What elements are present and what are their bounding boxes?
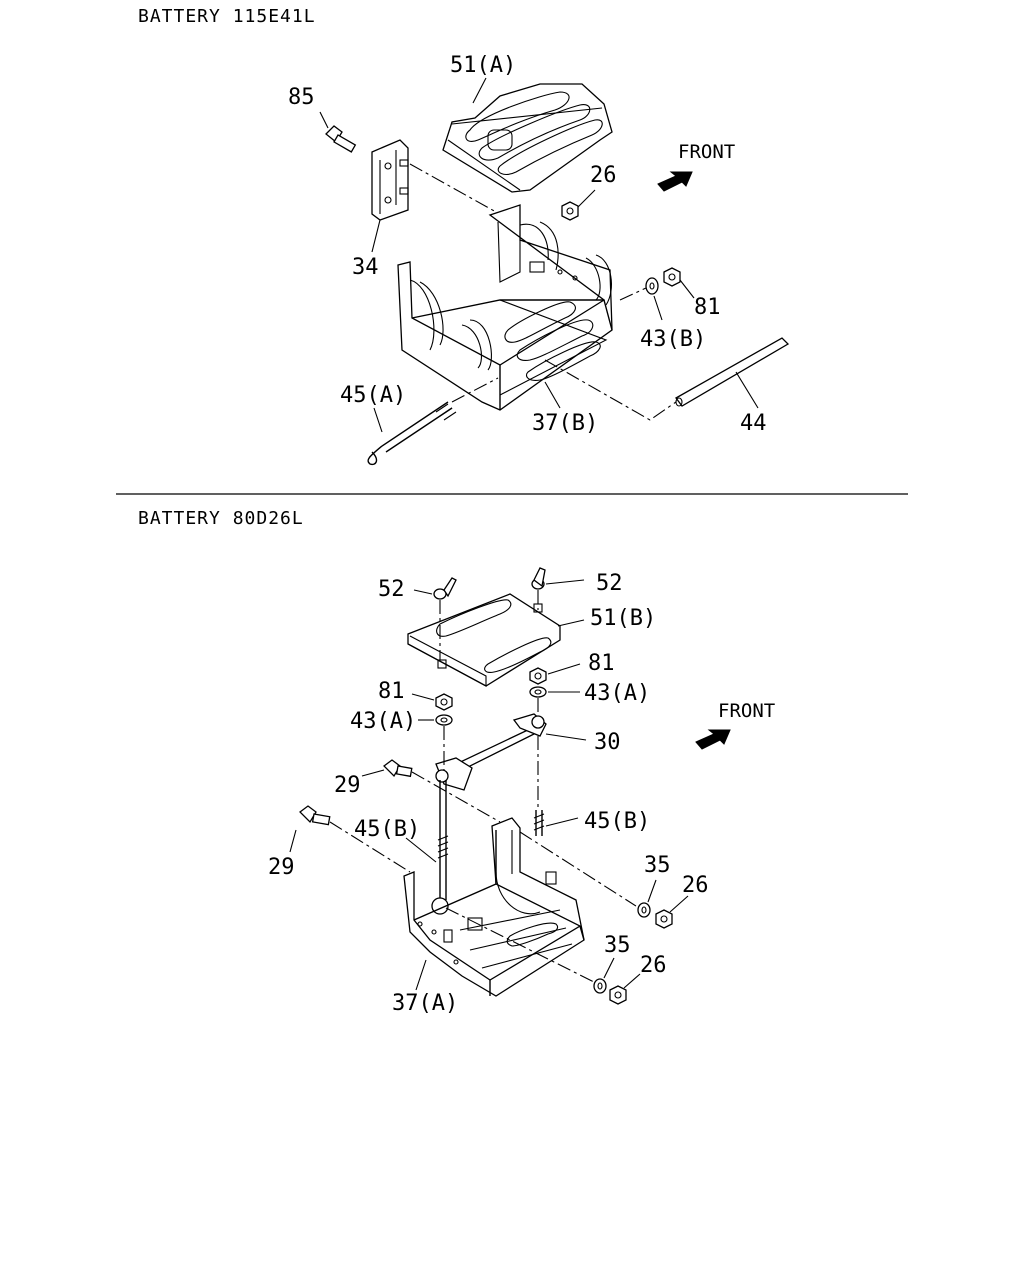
washer-43b xyxy=(645,277,659,295)
washer-35-upper xyxy=(637,902,651,918)
callout-81-right: 81 xyxy=(588,651,615,676)
callout-81-left: 81 xyxy=(378,679,405,704)
callout-85: 85 xyxy=(288,85,315,110)
callout-51a: 51(A) xyxy=(450,53,516,78)
section-title: BATTERY 80D26L xyxy=(138,508,304,529)
nut-26-lower xyxy=(609,985,627,1005)
callout-45b-right: 45(B) xyxy=(584,809,650,834)
callout-43a-left: 43(A) xyxy=(350,709,416,734)
nut-26-upper xyxy=(655,909,673,929)
nut-81 xyxy=(663,267,681,287)
callout-34: 34 xyxy=(352,255,379,280)
rod-45b-right xyxy=(533,810,545,836)
nut-81-left xyxy=(435,693,453,711)
battery-cover-51a xyxy=(442,83,613,193)
callout-81: 81 xyxy=(694,295,721,320)
callout-29-lower: 29 xyxy=(268,855,295,880)
callout-43b: 43(B) xyxy=(640,327,706,352)
hook-rod-45a xyxy=(367,401,457,466)
callout-51b: 51(B) xyxy=(590,606,656,631)
callout-26: 26 xyxy=(590,163,617,188)
callout-29-upper: 29 xyxy=(334,773,361,798)
section-battery-115e41l: BATTERY 115E41L FRONT 51(A) 85 xyxy=(138,6,790,466)
callout-37b: 37(B) xyxy=(532,411,598,436)
bolt-85 xyxy=(325,125,357,153)
wing-nut-52-right xyxy=(531,567,546,590)
bolt-29-upper xyxy=(383,759,413,778)
callout-26-upper: 26 xyxy=(682,873,709,898)
battery-tray-37a xyxy=(403,817,585,997)
callout-26-lower: 26 xyxy=(640,953,667,978)
front-label: FRONT xyxy=(678,141,735,163)
washer-35-lower xyxy=(593,978,607,994)
callout-30: 30 xyxy=(594,730,621,755)
front-label: FRONT xyxy=(718,700,775,722)
callout-45b-left: 45(B) xyxy=(354,817,420,842)
front-arrow-icon xyxy=(695,729,731,750)
callout-52-left: 52 xyxy=(378,577,405,602)
callout-37a: 37(A) xyxy=(392,991,458,1016)
battery-tray-37b xyxy=(397,204,613,411)
callout-35-upper: 35 xyxy=(644,853,671,878)
nut-26 xyxy=(561,201,579,221)
callout-35-lower: 35 xyxy=(604,933,631,958)
washer-43a-right xyxy=(529,686,547,698)
bolt-29-lower xyxy=(299,805,331,826)
callout-43a-right: 43(A) xyxy=(584,681,650,706)
bracket-34 xyxy=(371,139,409,221)
clamp-bar-30 xyxy=(435,713,547,791)
section-title: BATTERY 115E41L xyxy=(138,6,316,27)
rod-45b-left xyxy=(431,780,449,915)
callout-45a: 45(A) xyxy=(340,383,406,408)
front-arrow-icon xyxy=(657,171,693,192)
washer-43a-left xyxy=(435,714,453,726)
wing-nut-52-left xyxy=(433,577,457,600)
nut-81-right xyxy=(529,667,547,685)
section-battery-80d26l: BATTERY 80D26L FRONT 52 52 51 xyxy=(138,508,775,1016)
callout-52-right: 52 xyxy=(596,571,623,596)
callout-44: 44 xyxy=(740,411,767,436)
